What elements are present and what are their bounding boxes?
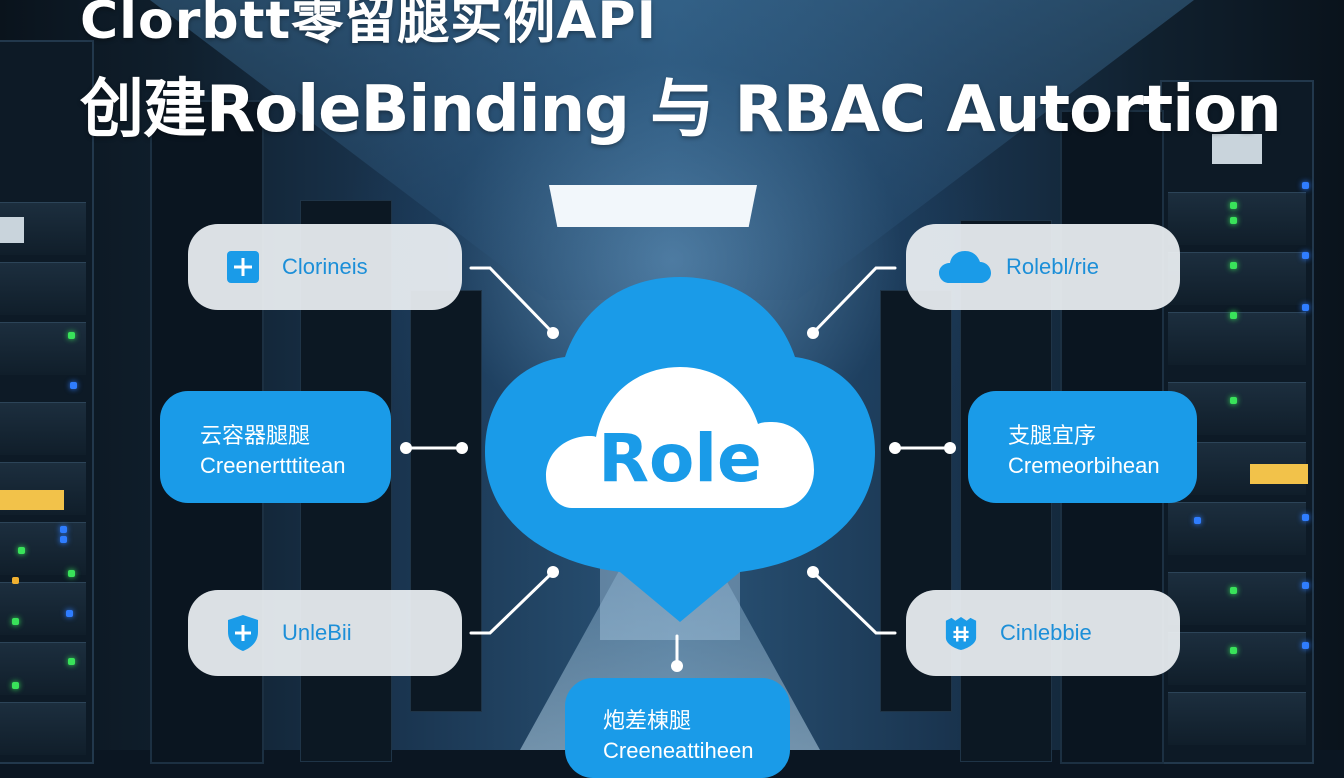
node-subtitle: Cremeorbihean [1008, 453, 1160, 478]
ceiling-light [549, 185, 757, 227]
node-top-right[interactable]: Rolebl/rie [906, 224, 1180, 310]
node-title: 云容器腿腿 [200, 423, 311, 448]
cloud-icon [485, 277, 875, 622]
role-label: Role [598, 420, 762, 497]
node-mid-right[interactable]: 支腿宜序 Cremeorbihean [968, 391, 1197, 503]
node-bottom-right[interactable]: Cinlebbie [906, 590, 1180, 676]
node-title: 支腿宜序 [1008, 423, 1097, 448]
server-rack-left [0, 40, 94, 764]
node-bottom-left[interactable]: UnleBii [188, 590, 462, 676]
node-label: Cinlebbie [1000, 620, 1092, 645]
shield-plus-icon [226, 615, 260, 651]
node-subtitle: Creeneattiheen [603, 738, 754, 763]
plus-square-icon [226, 250, 260, 284]
node-label: Clorineis [282, 254, 368, 279]
role-cloud[interactable]: Role [480, 272, 880, 632]
server-rack-right [1160, 80, 1314, 764]
cloud-icon [938, 250, 992, 284]
node-label: Rolebl/rie [1006, 254, 1099, 279]
title-line-2: 创建RoleBinding 与 RBAC Autortion [80, 73, 1282, 147]
title-line-1: Clorbtt零留腿实例API [80, 0, 657, 51]
node-subtitle: Creenertttitean [200, 453, 346, 478]
node-title: 炮差棟腿 [603, 708, 692, 733]
node-top-left[interactable]: Clorineis [188, 224, 462, 310]
shield-badge-icon [944, 616, 978, 650]
node-bottom-center[interactable]: 炮差棟腿 Creeneattiheen [565, 678, 790, 778]
node-mid-left[interactable]: 云容器腿腿 Creenertttitean [160, 391, 391, 503]
node-label: UnleBii [282, 620, 352, 645]
